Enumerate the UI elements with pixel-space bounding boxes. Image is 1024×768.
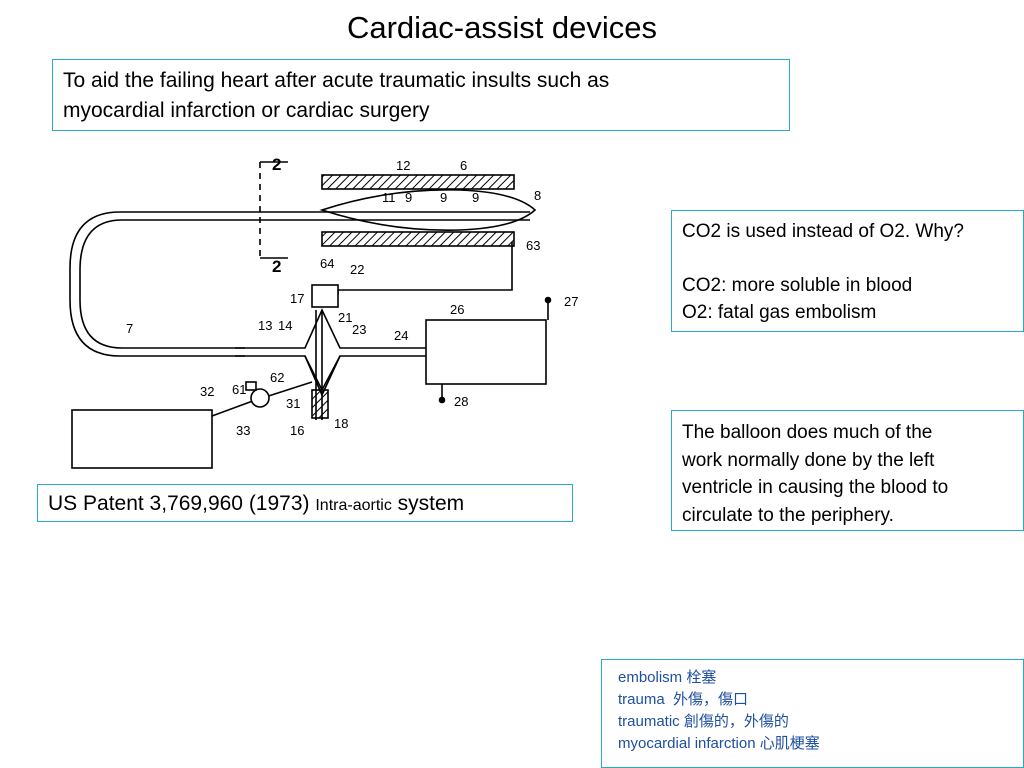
balloon-line-3: ventricle in causing the blood to (682, 477, 949, 498)
glossary-item: myocardial infarction 心肌梗塞 (618, 735, 820, 752)
glossary-box: embolism 栓塞 trauma 外傷，傷口 traumatic 創傷的，外… (601, 659, 1024, 768)
balloon-line-4: circulate to the periphery. (682, 504, 894, 526)
diagram-part-label: 6 (460, 158, 467, 173)
sensor-box (311, 284, 339, 308)
diagram-part-label: 23 (352, 322, 366, 337)
svg-text:2: 2 (272, 257, 281, 276)
co2-answer-1: CO2: more soluble in blood (682, 275, 913, 296)
co2-answer-2: O2: fatal gas embolism (682, 302, 877, 323)
catheter-tube (235, 211, 530, 221)
glossary-item: embolism 栓塞 (618, 669, 717, 686)
slide-title: Cardiac-assist devices (346, 10, 658, 45)
diagram-part-label: 61 (232, 382, 246, 397)
aorta-wall-bottom (321, 231, 515, 247)
patent-type-small: Intra-aortic (315, 497, 392, 514)
diagram-part-label: 8 (534, 188, 541, 203)
diagram-part-label: 21 (338, 310, 352, 325)
diagram-part-label: 9 (472, 190, 479, 205)
glossary-item: trauma 外傷，傷口 (618, 691, 749, 708)
intro-textbox: To aid the failing heart after acute tra… (52, 59, 790, 131)
diagram-part-label: 62 (270, 370, 284, 385)
glossary-item: traumatic 創傷的，外傷的 (618, 713, 789, 730)
diagram-part-label: 63 (526, 238, 540, 253)
balloon-line-1: The balloon does much of the (682, 422, 933, 443)
balloon (319, 189, 537, 231)
patent-type-tail: system (397, 492, 465, 515)
diagram-part-label: 24 (394, 328, 408, 343)
diagram-part-label: 16 (290, 423, 304, 438)
diagram-part-label: 22 (350, 262, 364, 277)
intro-line-1: To aid the failing heart after acute tra… (63, 69, 610, 92)
diagram-part-label: 28 (454, 394, 468, 409)
diagram-part-label: 26 (450, 302, 464, 317)
patent-caption: US Patent 3,769,960 (1973) Intra-aortic … (37, 484, 573, 522)
co2-textbox: CO2 is used instead of O2. Why? CO2: mor… (671, 210, 1024, 332)
diagram-part-label: 32 (200, 384, 214, 399)
diagram-part-label: 18 (334, 416, 348, 431)
diagram-part-label: 31 (286, 396, 300, 411)
diagram-part-label: 7 (126, 321, 133, 336)
diagram-part-label: 14 (278, 318, 292, 333)
balloon-textbox: The balloon does much of the work normal… (671, 410, 1024, 531)
diagram-part-label: 27 (564, 294, 578, 309)
balloon-line-2: work normally done by the left (682, 449, 935, 471)
diagram-part-label: 64 (320, 256, 334, 271)
gas-supply-box (71, 409, 213, 469)
valve (250, 388, 270, 408)
catheter-loop (69, 211, 245, 357)
aorta-wall-top (321, 174, 515, 190)
diagram-part-label: 17 (290, 291, 304, 306)
diagram-part-label: 9 (440, 190, 447, 205)
diagram-part-label: 11 (382, 190, 396, 205)
svg-text:2: 2 (272, 155, 281, 174)
diagram-part-label: 12 (396, 158, 410, 173)
diagram-part-label: 13 (258, 318, 272, 333)
diagram-part-label: 9 (405, 190, 412, 205)
patent-number: US Patent 3,769,960 (1973) (48, 492, 310, 515)
diagram-labels: 2 2 12 6 11 9 9 9 8 63 64 22 17 21 23 24… (126, 155, 578, 438)
co2-question: CO2 is used instead of O2. Why? (682, 221, 964, 242)
patent-diagram: 2 2 12 6 11 9 9 9 8 63 64 22 17 21 23 24… (69, 155, 578, 469)
diagram-part-label: 33 (236, 423, 250, 438)
intro-line-2: myocardial infarction or cardiac surgery (63, 99, 430, 122)
pump-box (425, 319, 547, 385)
